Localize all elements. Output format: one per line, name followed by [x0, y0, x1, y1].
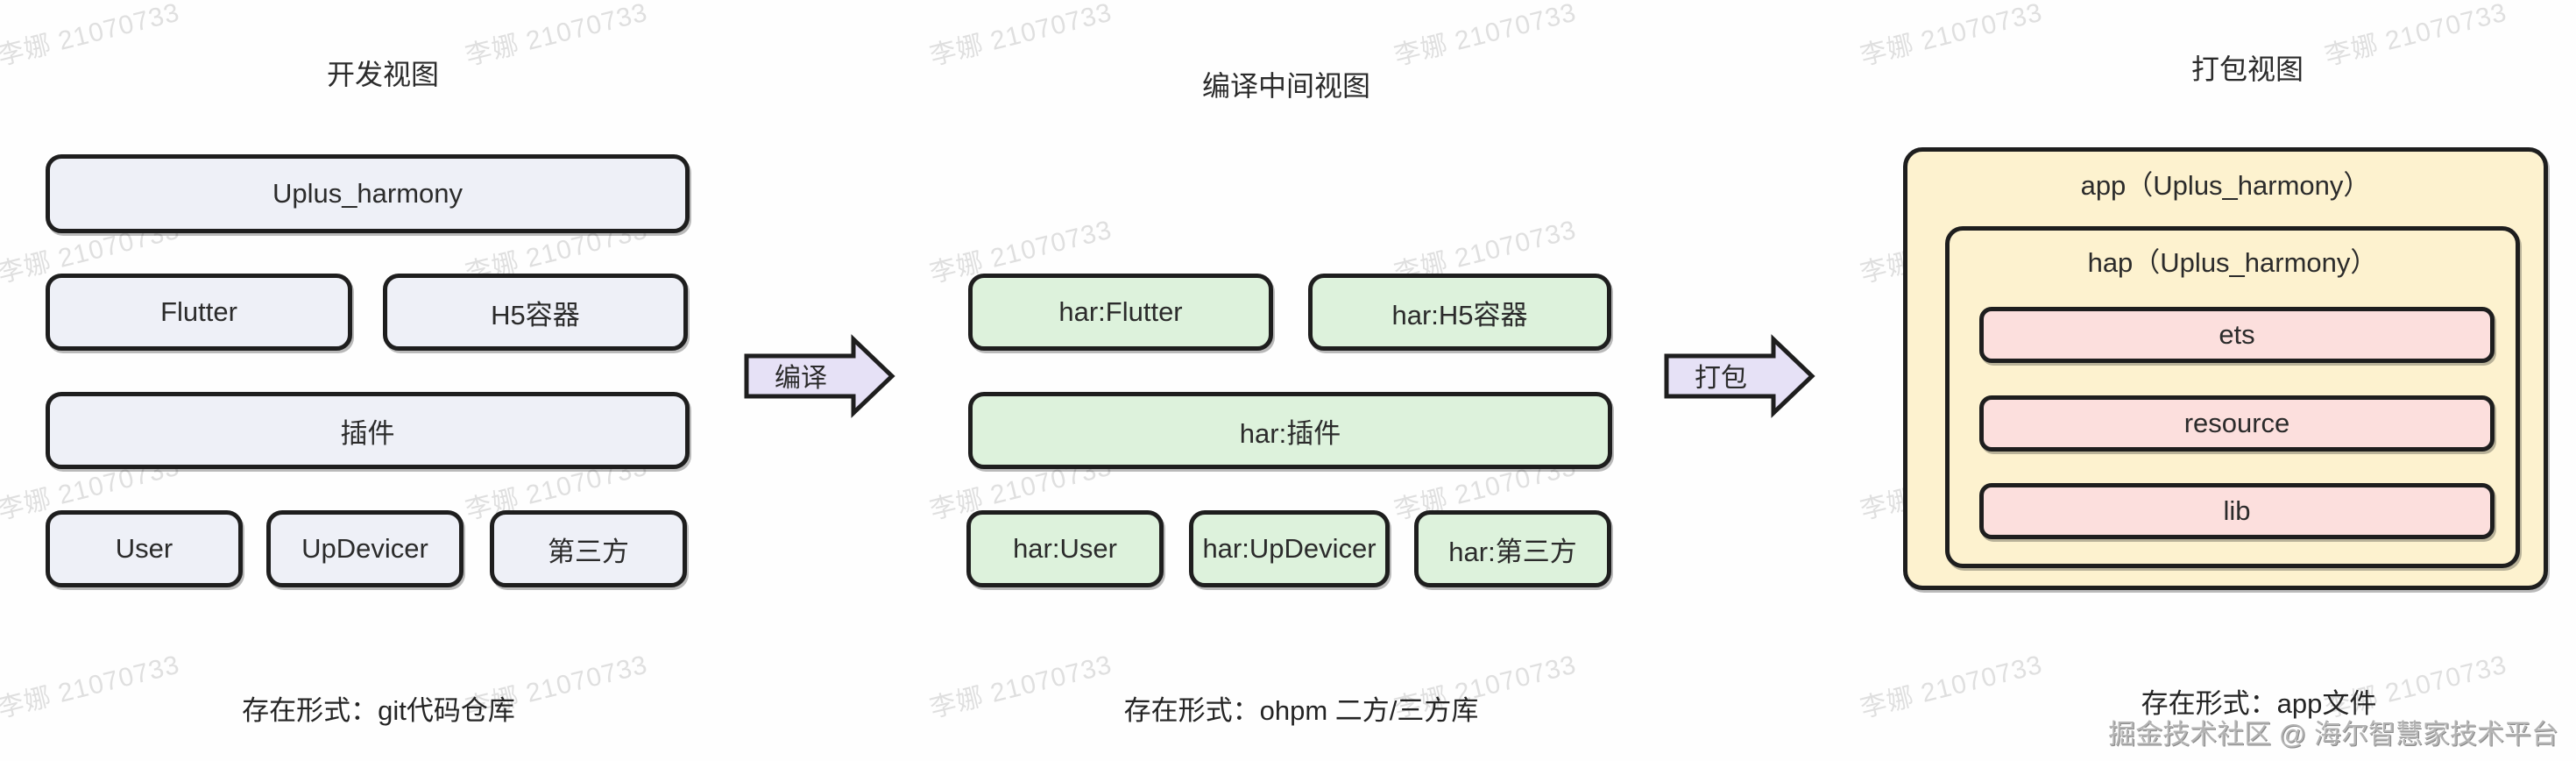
box-ets: ets: [1979, 307, 2495, 363]
box-har-h5-container: har:H5容器: [1308, 274, 1611, 351]
watermark-text: 李娜 21070733: [0, 650, 183, 724]
box-resource: resource: [1979, 395, 2495, 452]
watermark-text: 李娜 21070733: [1391, 0, 1580, 72]
compile-arrow: [744, 334, 895, 418]
watermark-text: 李娜 21070733: [927, 0, 1115, 72]
box-har-user: har:User: [966, 510, 1164, 587]
compile-view-title: 编译中间视图: [1201, 70, 1370, 102]
box-har-updevicer: har:UpDevicer: [1189, 510, 1390, 587]
package-arrow-label: 打包: [1695, 364, 1747, 393]
watermark-text: 李娜 21070733: [927, 650, 1115, 724]
box-flutter: Flutter: [46, 274, 352, 351]
dev-view-caption: 存在形式：git代码仓库: [242, 695, 515, 726]
box-lib: lib: [1979, 483, 2495, 539]
package-view-title: 打包视图: [2190, 53, 2304, 85]
footer-credit: 掘金技术社区 @ 海尔智慧家技术平台: [2108, 719, 2558, 750]
package-view-caption: 存在形式：app文件: [2141, 688, 2377, 719]
box-hap-label: hap（Uplus_harmony）: [2087, 247, 2378, 278]
box-h5-container: H5容器: [383, 274, 688, 351]
box-har-third-party: har:第三方: [1414, 510, 1611, 587]
box-app-label: app（Uplus_harmony）: [2080, 170, 2371, 201]
compile-view-caption: 存在形式：ohpm 二方/三方库: [1123, 695, 1479, 726]
box-third-party: 第三方: [490, 510, 687, 587]
box-har-plugin: har:插件: [968, 392, 1612, 469]
watermark-text: 李娜 21070733: [1858, 0, 2046, 72]
package-arrow: [1664, 334, 1815, 418]
dev-view-title: 开发视图: [326, 59, 439, 90]
box-user: User: [46, 510, 243, 587]
box-uplus-harmony: Uplus_harmony: [46, 154, 690, 233]
box-plugin: 插件: [46, 392, 690, 469]
compile-arrow-label: 编译: [775, 364, 827, 393]
box-updevicer: UpDevicer: [266, 510, 464, 587]
box-har-flutter: har:Flutter: [968, 274, 1273, 351]
watermark-text: 李娜 21070733: [0, 0, 183, 72]
watermark-text: 李娜 21070733: [1858, 650, 2046, 724]
